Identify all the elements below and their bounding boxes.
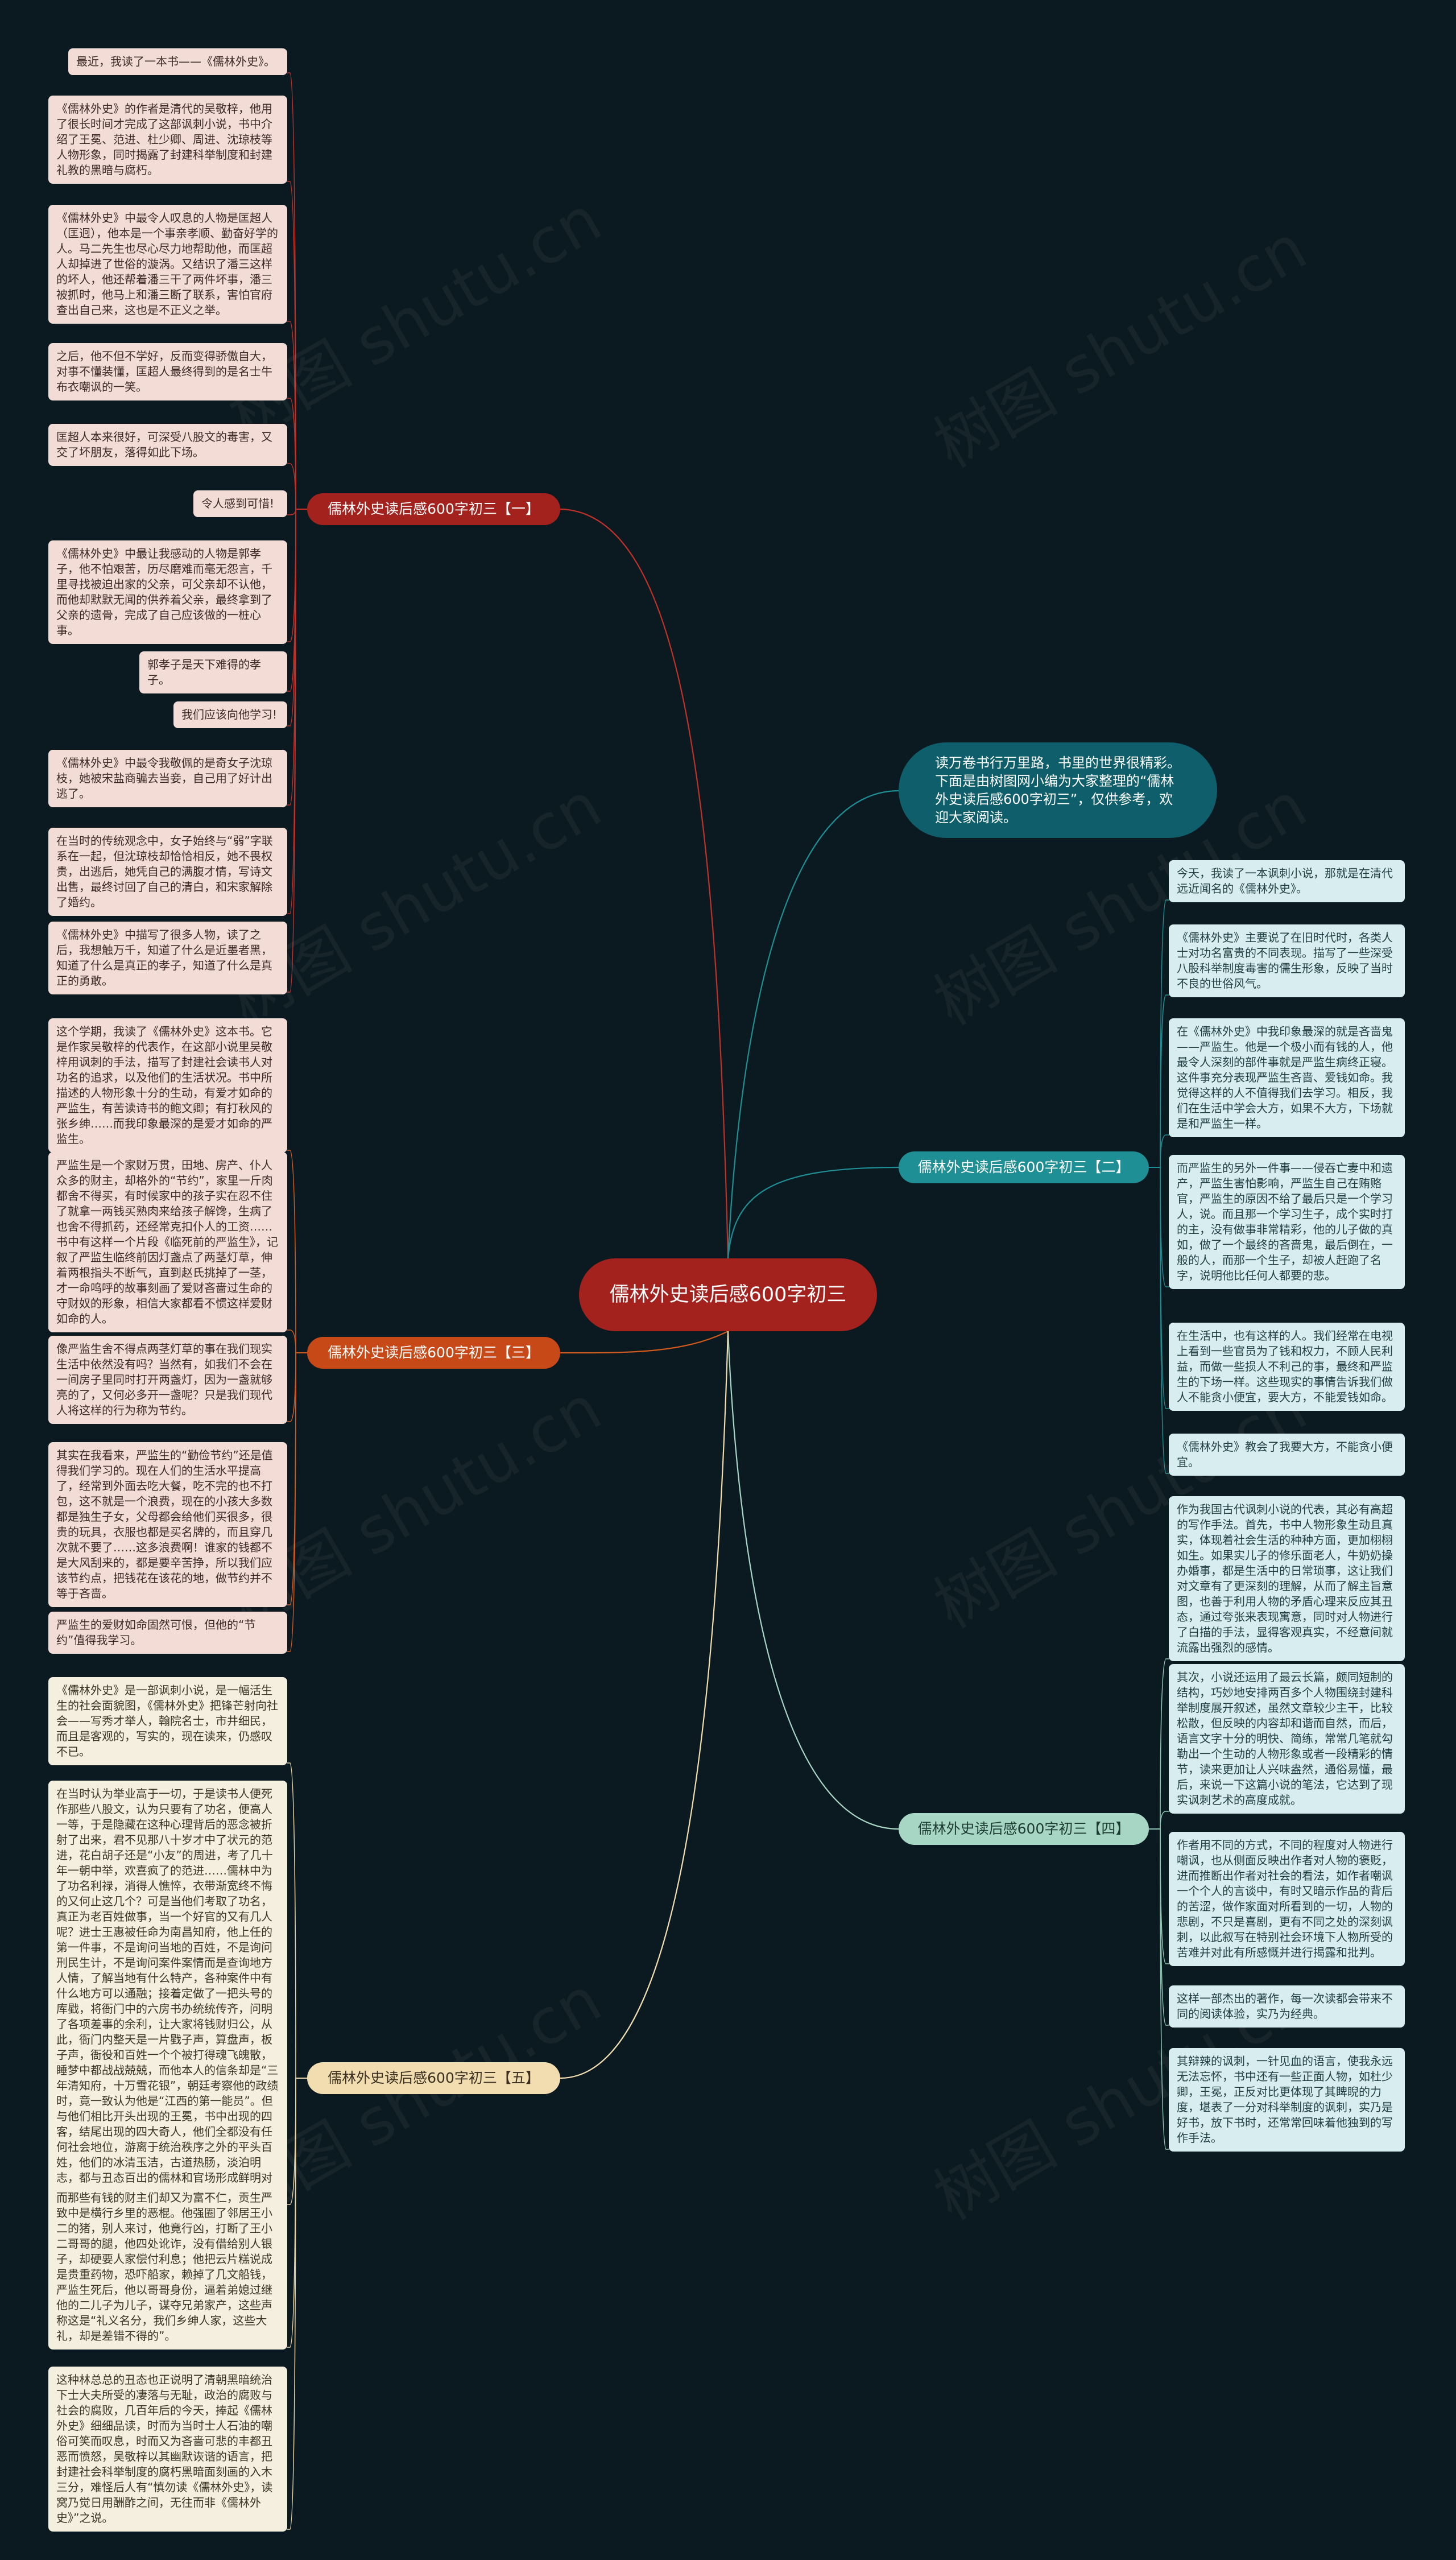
leaf-b1-4[interactable]: 匡超人本来很好，可深受八股文的毒害，又交了坏朋友，落得如此下场。 bbox=[48, 424, 287, 466]
leaf-connector bbox=[1149, 1828, 1169, 2150]
leaf-connector bbox=[1149, 994, 1169, 1168]
leaf-connector bbox=[287, 72, 307, 510]
leaf-b5-3[interactable]: 这种林总总的丑态也正说明了清朝黑暗统治下士大夫所受的凄落与无耻，政治的腐败与社会… bbox=[48, 2367, 287, 2532]
leaf-connector bbox=[287, 1352, 307, 1652]
intro-node[interactable]: 读万卷书行万里路，书里的世界很精彩。下面是由树图网小编为大家整理的“儒林外史读后… bbox=[899, 742, 1217, 838]
leaf-b2-2[interactable]: 在《儒林外史》中我印象最深的就是吝啬鬼——严监生。他是一个极小而有钱的人，他最令… bbox=[1169, 1018, 1405, 1137]
leaf-b4-4[interactable]: 其辩辣的讽刺，一针见血的语言，使我永远无法忘怀，书中还有一些正面人物，如杜少卿，… bbox=[1169, 2048, 1405, 2152]
leaf-b1-7[interactable]: 郭孝子是天下难得的孝子。 bbox=[139, 651, 287, 693]
leaf-connector bbox=[1149, 1658, 1169, 1830]
leaf-b2-3[interactable]: 而严监生的另外一件事——侵吞亡妻中和遗产，严监生害怕影响，严监生自己在贿赂官，严… bbox=[1169, 1155, 1405, 1289]
root-title: 儒林外史读后感600字初三 bbox=[609, 1283, 847, 1306]
leaf-b1-6[interactable]: 《儒林外史》中最让我感动的人物是郭孝子，他不怕艰苦，历尽磨难而毫无怨言，千里寻找… bbox=[48, 540, 287, 644]
leaf-connector bbox=[287, 509, 307, 726]
leaf-connector bbox=[287, 509, 307, 642]
leaf-b1-5[interactable]: 令人感到可惜! bbox=[193, 490, 287, 517]
leaf-b3-2[interactable]: 像严监生舍不得点两茎灯草的事在我们现实生活中依然没有吗？当然有，如我们不会在一间… bbox=[48, 1336, 287, 1424]
leaf-b3-3[interactable]: 其实在我看来，严监生的“勤俭节约”还是值得我们学习的。现在人们的生活水平提高了，… bbox=[48, 1442, 287, 1607]
leaf-connector bbox=[287, 2078, 307, 2530]
leaf-b5-0[interactable]: 《儒林外史》是一部讽刺小说，是一幅活生生的社会面貌图，《儒林外史》把锋芒射向社会… bbox=[48, 1677, 287, 1765]
leaf-b1-0[interactable]: 最近，我读了一本书——《儒林外史》。 bbox=[68, 48, 287, 75]
leaf-connector bbox=[287, 509, 307, 692]
leaf-b2-1[interactable]: 《儒林外史》主要说了在旧时代时，各类人士对功名富贵的不同表现。描写了一些深受八股… bbox=[1169, 924, 1405, 997]
leaf-connector bbox=[1149, 1828, 1169, 2026]
branch-node-5[interactable]: 儒林外史读后感600字初三【五】 bbox=[307, 2062, 560, 2094]
leaf-b2-0[interactable]: 今天，我读了一本讽刺小说，那就是在清代远近闻名的《儒林外史》。 bbox=[1169, 860, 1405, 902]
leaf-b1-9[interactable]: 《儒林外史》中最令我敬佩的是奇女子沈琼枝，她被宋盐商骗去当妾，自己用了好计出逃了… bbox=[48, 750, 287, 807]
leaf-b5-1[interactable]: 在当时认为举业高于一切，于是读书人便死作那些八股文，认为只要有了功名，便高人一等… bbox=[48, 1781, 287, 2207]
leaf-connector bbox=[287, 1150, 307, 1353]
leaf-connector bbox=[1149, 1811, 1169, 1830]
leaf-connector bbox=[287, 1329, 307, 1353]
leaf-b1-11[interactable]: 《儒林外史》中描写了很多人物，读了之后，我想触万千，知道了什么是近墨者黑，知道了… bbox=[48, 922, 287, 994]
leaf-connector bbox=[287, 509, 307, 914]
branch-node-3[interactable]: 儒林外史读后感600字初三【三】 bbox=[307, 1337, 560, 1369]
leaf-connector bbox=[287, 509, 307, 806]
leaf-connector bbox=[287, 1352, 307, 1422]
leaf-connector bbox=[287, 1762, 307, 2079]
leaf-connector bbox=[287, 509, 307, 993]
leaf-connector bbox=[1149, 1167, 1169, 1409]
leaf-b2-4[interactable]: 在生活中，也有这样的人。我们经常在电视上看到一些官员为了钱和权力，不顾人民利益，… bbox=[1169, 1323, 1405, 1411]
root-node[interactable]: 儒林外史读后感600字初三 bbox=[579, 1258, 877, 1331]
leaf-connector bbox=[1149, 1167, 1169, 1474]
leaf-b3-0[interactable]: 这个学期，我读了《儒林外史》这本书。它是作家吴敬梓的代表作，在这部小说里吴敬梓用… bbox=[48, 1018, 287, 1153]
leaf-connector bbox=[1149, 1828, 1169, 1964]
intro-text: 读万卷书行万里路，书里的世界很精彩。下面是由树图网小编为大家整理的“儒林外史读后… bbox=[935, 755, 1181, 825]
branch-node-4[interactable]: 儒林外史读后感600字初三【四】 bbox=[899, 1813, 1149, 1845]
branch-node-2[interactable]: 儒林外史读后感600字初三【二】 bbox=[899, 1151, 1149, 1183]
leaf-b2-5[interactable]: 《儒林外史》教会了我要大方，不能贪小便宜。 bbox=[1169, 1434, 1405, 1476]
leaf-connector bbox=[287, 509, 307, 515]
leaf-b3-4[interactable]: 严监生的爱财如命固然可恨，但他的“节约”值得我学习。 bbox=[48, 1612, 287, 1654]
leaf-b1-8[interactable]: 我们应该向他学习! bbox=[173, 701, 287, 728]
leaf-b4-2[interactable]: 作者用不同的方式，不同的程度对人物进行嘲讽，也从侧面反映出作者对人物的褒贬，进而… bbox=[1169, 1832, 1405, 1966]
leaf-b1-10[interactable]: 在当时的传统观念中，女子始终与“弱”字联系在一起，但沈琼枝却恰恰相反，她不畏权贵… bbox=[48, 828, 287, 916]
leaf-b4-0[interactable]: 作为我国古代讽刺小说的代表，其必有高超的写作手法。首先，书中人物形象生动且真实，… bbox=[1169, 1496, 1405, 1661]
leaf-b1-2[interactable]: 《儒林外史》中最令人叹息的人物是匡超人（匡迥），他本是一个事亲孝顺、勤奋好学的人… bbox=[48, 205, 287, 324]
leaf-b4-1[interactable]: 其次，小说还运用了最云长篇，颇同短制的结构，巧妙地安排两百多个人物围绕封建科举制… bbox=[1169, 1664, 1405, 1814]
leaf-connector bbox=[287, 463, 307, 510]
leaf-b1-3[interactable]: 之后，他不但不学好，反而变得骄傲自大，对事不懂装懂，匡超人最终得到的是名士牛布衣… bbox=[48, 343, 287, 400]
leaf-connector bbox=[1149, 1167, 1169, 1287]
leaf-b4-3[interactable]: 这样一部杰出的著作，每一次读都会带来不同的阅读体验，实乃为经典。 bbox=[1169, 1985, 1405, 2028]
leaf-b5-2[interactable]: 而那些有钱的财主们却又为富不仁，贡生严致中是横行乡里的恶棍。他强圈了邻居王小二的… bbox=[48, 2185, 287, 2350]
leaf-connector bbox=[1149, 1134, 1169, 1168]
leaf-b1-1[interactable]: 《儒林外史》的作者是清代的吴敬梓，他用了很长时间才完成了这部讽刺小说，书中介绍了… bbox=[48, 96, 287, 184]
leaf-b3-1[interactable]: 严监生是一个家财万贯，田地、房产、仆人众多的财主，却格外的“节约”，家里一斤肉都… bbox=[48, 1152, 287, 1332]
leaf-connector bbox=[1149, 899, 1169, 1168]
branch-node-1[interactable]: 儒林外史读后感600字初三【一】 bbox=[307, 493, 560, 525]
